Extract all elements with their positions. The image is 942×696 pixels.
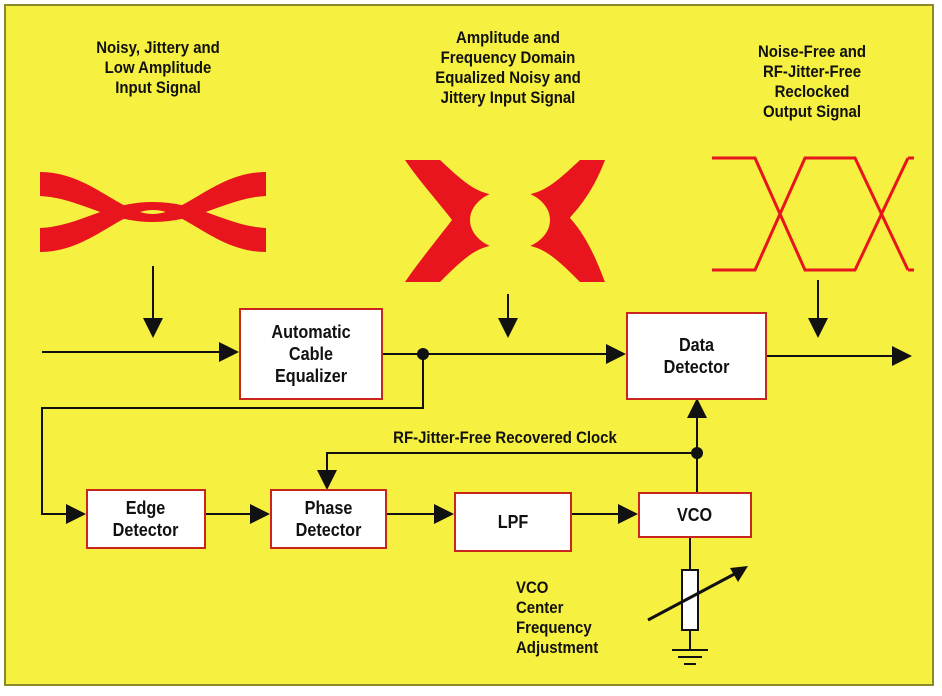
vco-potentiometer-icon [647,566,748,631]
vco-block: VCO [638,492,752,538]
phase-detector-label: Phase Detector [295,498,362,540]
equalized-eye-pattern [405,160,605,282]
edge-detector-label: Edge Detector [113,498,179,540]
output-eye-pattern [712,156,914,272]
junction-dots [417,348,703,459]
signal-down-arrows [143,266,828,338]
vco-adjust-label: VCO Center Frequency Adjustment [516,578,599,657]
cable-equalizer-label: Automatic Cable Equalizer [271,322,351,386]
vco-label: VCO [677,505,713,525]
ground-icon [672,649,708,665]
output-signal-label: Noise-Free and RF-Jitter-Free Reclocked … [757,42,867,121]
cable-equalizer-block: Automatic Cable Equalizer [239,308,383,400]
equalized-signal-label: Amplitude and Frequency Domain Equalized… [435,28,581,107]
diagram-panel [4,4,934,686]
edge-detector-block: Edge Detector [86,489,206,549]
recovered-clock-label: RF-Jitter-Free Recovered Clock [393,428,617,447]
data-detector-block: Data Detector [626,312,767,400]
lpf-label: LPF [497,512,529,532]
input-signal-label: Noisy, Jittery and Low Amplitude Input S… [96,38,220,97]
data-detector-label: Data Detector [663,335,730,377]
phase-detector-block: Phase Detector [270,489,387,549]
lpf-block: LPF [454,492,572,552]
signal-path [41,342,912,650]
input-eye-pattern [40,172,266,252]
